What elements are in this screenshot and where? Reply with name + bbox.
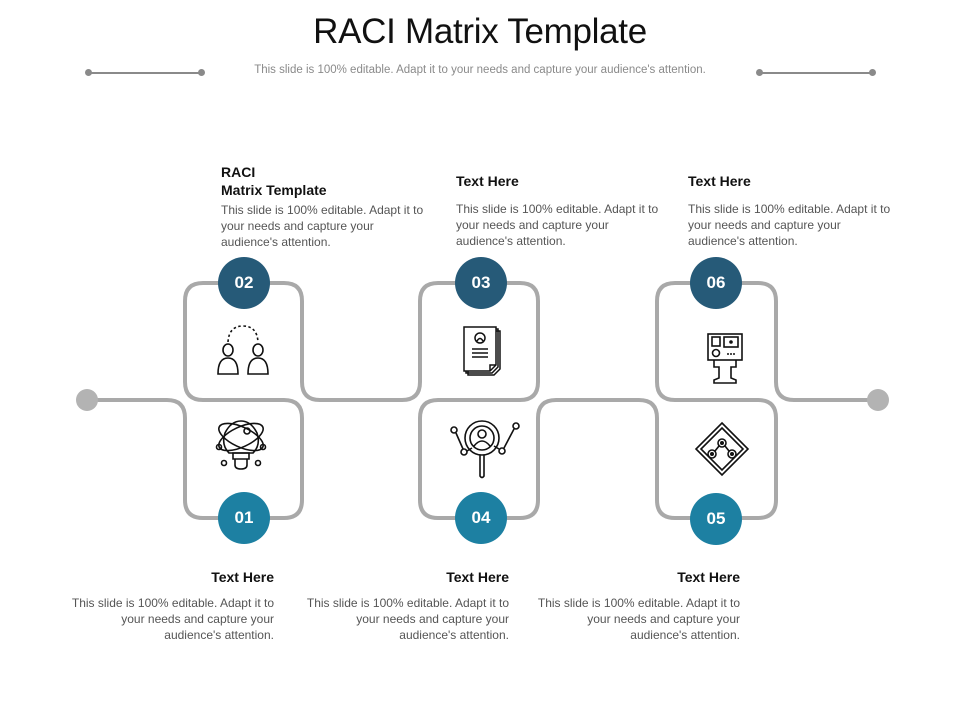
step-06-description: This slide is 100% editable. Adapt it to… bbox=[688, 202, 891, 248]
step-01-text-block: Text Here This slide is 100% editable. A… bbox=[68, 568, 274, 643]
step-05-text-block: Text Here This slide is 100% editable. A… bbox=[534, 568, 740, 643]
step-06-heading: Text Here bbox=[688, 173, 751, 189]
step-04-description: This slide is 100% editable. Adapt it to… bbox=[306, 596, 509, 642]
step-02-text-block: RACI Matrix Template This slide is 100% … bbox=[221, 163, 427, 250]
control-panel-stand-icon bbox=[707, 333, 743, 384]
step-04-heading: Text Here bbox=[446, 569, 509, 585]
profile-documents-icon bbox=[463, 326, 501, 376]
step-02-description: This slide is 100% editable. Adapt it to… bbox=[221, 203, 424, 249]
step-badge-06: 06 bbox=[690, 257, 742, 309]
step-05-heading: Text Here bbox=[677, 569, 740, 585]
subtitle-row: This slide is 100% editable. Adapt it to… bbox=[0, 64, 960, 82]
step-02-heading: RACI Matrix Template bbox=[221, 163, 427, 199]
step-badge-02: 02 bbox=[218, 257, 270, 309]
step-03-description: This slide is 100% editable. Adapt it to… bbox=[456, 202, 659, 248]
decorative-dot bbox=[85, 69, 92, 76]
slide-subtitle: This slide is 100% editable. Adapt it to… bbox=[254, 64, 706, 76]
start-endpoint bbox=[76, 389, 98, 411]
step-03-heading: Text Here bbox=[456, 173, 519, 189]
step-badge-04: 04 bbox=[455, 492, 507, 544]
slide-title: RACI Matrix Template bbox=[313, 12, 647, 51]
decorative-line bbox=[760, 72, 873, 74]
decorative-dot bbox=[198, 69, 205, 76]
end-endpoint bbox=[867, 389, 889, 411]
step-03-text-block: Text Here This slide is 100% editable. A… bbox=[456, 172, 662, 249]
decorative-dot bbox=[869, 69, 876, 76]
step-badge-03: 03 bbox=[455, 257, 507, 309]
step-badge-01: 01 bbox=[218, 492, 270, 544]
step-06-text-block: Text Here This slide is 100% editable. A… bbox=[688, 172, 894, 249]
rocket-lightbulb-icon bbox=[215, 420, 267, 470]
step-badge-05: 05 bbox=[690, 493, 742, 545]
heading-line: RACI bbox=[221, 164, 256, 180]
heading-line: Matrix Template bbox=[221, 182, 327, 198]
two-people-connection-icon bbox=[217, 325, 269, 375]
step-04-text-block: Text Here This slide is 100% editable. A… bbox=[303, 568, 509, 643]
step-05-description: This slide is 100% editable. Adapt it to… bbox=[537, 596, 740, 642]
step-01-heading: Text Here bbox=[211, 569, 274, 585]
step-01-description: This slide is 100% editable. Adapt it to… bbox=[71, 596, 274, 642]
diamond-network-sign-icon bbox=[694, 421, 750, 477]
magnifier-person-network-icon bbox=[450, 420, 520, 479]
decorative-line bbox=[89, 72, 202, 74]
decorative-dot bbox=[756, 69, 763, 76]
serpentine-path bbox=[87, 281, 878, 520]
